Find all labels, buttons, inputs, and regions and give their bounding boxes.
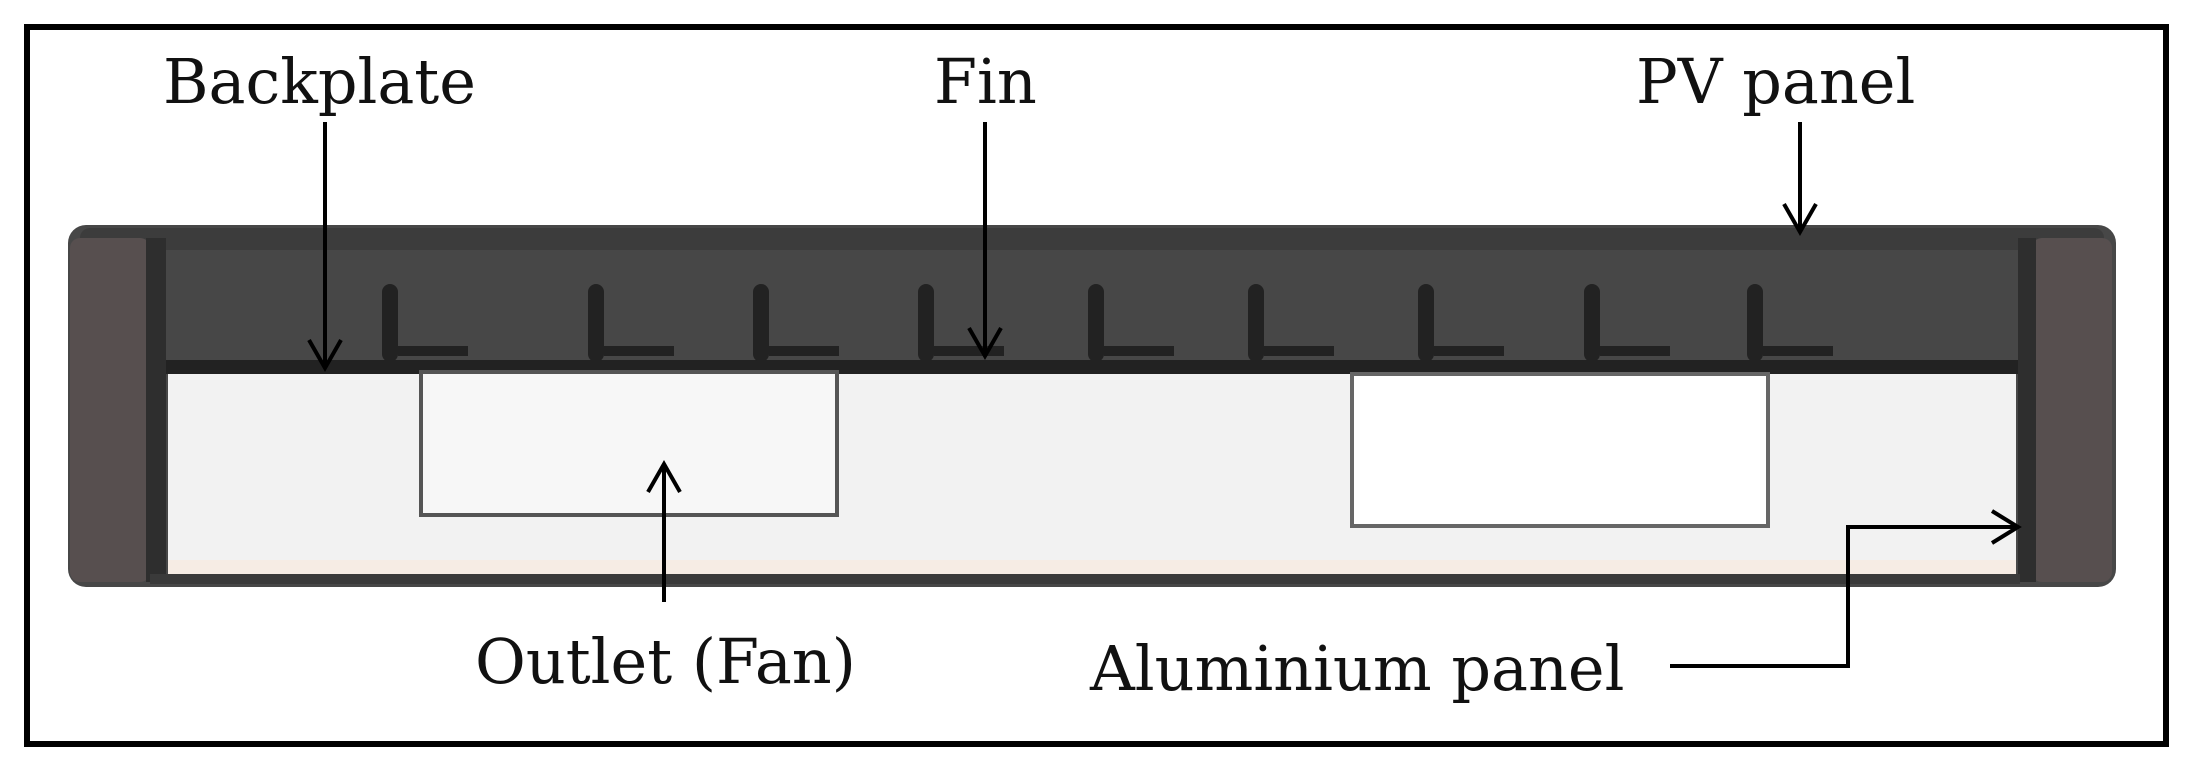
backplate-arrow <box>307 122 343 373</box>
pv-panel-label: PV panel <box>1636 45 1915 118</box>
fin <box>1584 284 1670 362</box>
outlet-arrow <box>646 459 682 602</box>
inlet-box <box>1350 372 1770 528</box>
left-side-post <box>70 238 150 582</box>
outlet-fan-box <box>419 370 839 517</box>
right-side-post <box>2032 238 2112 582</box>
aluminium-panel-strip <box>168 560 2016 574</box>
fin <box>1248 284 1334 362</box>
housing-top-strip <box>80 228 2104 250</box>
fin <box>1747 284 1833 362</box>
outlet-fan-label: Outlet (Fan) <box>475 625 856 698</box>
pv-panel-arrow <box>1782 122 1818 237</box>
fin <box>382 284 468 362</box>
fin <box>1088 284 1174 362</box>
aluminium-panel-arrow <box>1670 509 2022 668</box>
fin-label: Fin <box>934 45 1037 118</box>
left-side-post-inner <box>146 238 166 582</box>
right-side-post-inner <box>2018 238 2036 582</box>
aluminium-panel-label: Aluminium panel <box>1089 632 1624 705</box>
bottom-edge <box>150 574 2020 584</box>
fin <box>753 284 839 362</box>
fin <box>588 284 674 362</box>
fin-arrow <box>967 122 1003 361</box>
fin <box>1418 284 1504 362</box>
backplate-label: Backplate <box>163 45 476 118</box>
label-arrows <box>307 122 2022 668</box>
fins <box>382 284 1833 362</box>
fin <box>918 284 1004 362</box>
